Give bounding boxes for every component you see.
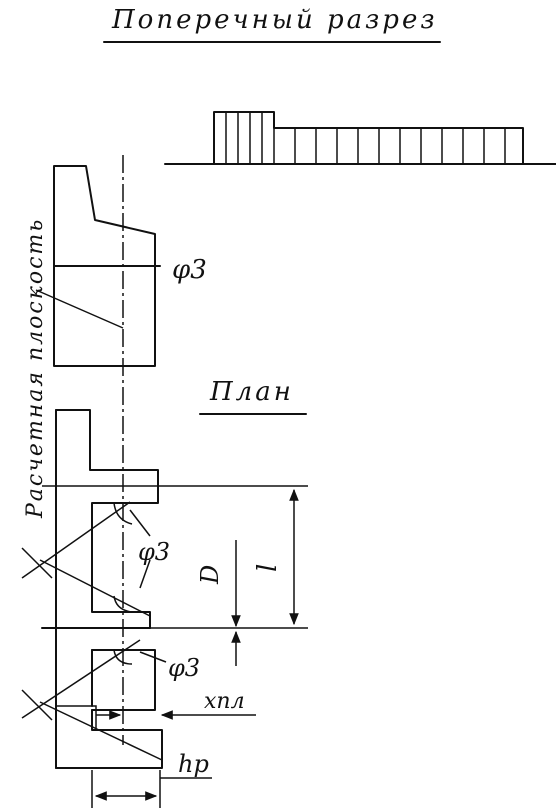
plan-title: План bbox=[209, 377, 294, 407]
xpl-label: xпл bbox=[204, 689, 245, 714]
phi-mid-label: φ3 bbox=[138, 538, 170, 566]
section-title: Поперечный разрез bbox=[111, 5, 438, 35]
arc-upper bbox=[113, 502, 133, 525]
leader-phi-mid-2 bbox=[139, 559, 151, 589]
cross-section-profile bbox=[35, 165, 161, 367]
leader-phi-low bbox=[139, 651, 167, 663]
D-label: D bbox=[196, 565, 224, 585]
calculation-plane-label: Расчетная плоскость bbox=[23, 218, 48, 519]
leader-phi-mid bbox=[129, 509, 151, 537]
arc-bottom bbox=[113, 649, 133, 665]
phi-low-label: φ3 bbox=[168, 654, 200, 682]
phi-top-label: φ3 bbox=[172, 255, 207, 285]
l-label: l bbox=[253, 564, 283, 572]
cross-marks bbox=[21, 501, 163, 761]
wall-blocks bbox=[213, 111, 524, 165]
arc-lower bbox=[113, 595, 133, 613]
hp-label: hp bbox=[178, 750, 209, 778]
